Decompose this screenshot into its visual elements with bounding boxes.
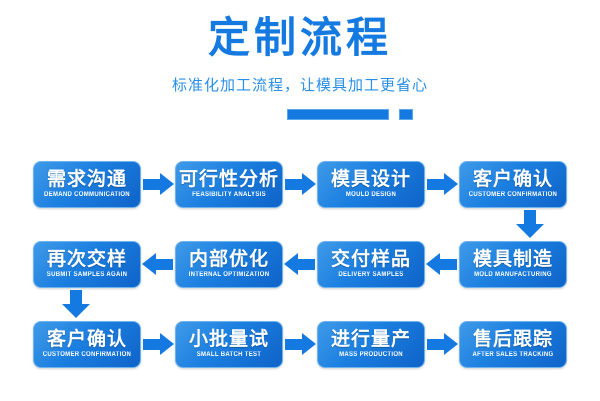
flow-node-label-cn: 需求沟通 bbox=[46, 167, 127, 190]
arrow-left-icon bbox=[425, 251, 459, 277]
flow-node-label-en: DEMAND COMMUNICATION bbox=[44, 192, 130, 199]
flow-node-label-en: CUSTOMER CONFIRMATION bbox=[42, 352, 132, 359]
flow-node-mold-manufacturing[interactable]: 模具制造 MOLD MANUFACTURING bbox=[459, 240, 567, 288]
flow-node-label-cn: 客户确认 bbox=[46, 327, 127, 350]
flow-row-1: 需求沟通 DEMAND COMMUNICATION 可行性分析 FEASIBIL… bbox=[0, 160, 600, 208]
flow-node-label-cn: 模具设计 bbox=[330, 167, 411, 190]
page-title: 定制流程 bbox=[207, 13, 392, 62]
flow-node-label-en: INTERNAL OPTIMIZATION bbox=[188, 272, 270, 279]
page-subtitle: 标准化加工流程，让模具加工更省心 bbox=[171, 76, 428, 95]
flow-node-label-cn: 小批量试 bbox=[188, 327, 269, 350]
flow-node-mass-production[interactable]: 进行量产 MASS PRODUCTION bbox=[317, 320, 425, 368]
flow-node-label-en: AFTER SALES TRACKING bbox=[472, 352, 554, 359]
arrow-left-icon bbox=[141, 251, 175, 277]
divider-square bbox=[399, 109, 413, 121]
process-flow-diagram: 需求沟通 DEMAND COMMUNICATION 可行性分析 FEASIBIL… bbox=[0, 160, 600, 368]
flow-node-after-sales-tracking[interactable]: 售后跟踪 AFTER SALES TRACKING bbox=[459, 320, 567, 368]
arrow-right-icon bbox=[141, 171, 175, 197]
divider-bar bbox=[287, 109, 389, 121]
flow-node-label-cn: 再次交样 bbox=[46, 247, 127, 270]
arrow-down-icon bbox=[516, 210, 544, 238]
flow-node-label-cn: 交付样品 bbox=[330, 247, 411, 270]
flow-node-label-en: CUSTOMER CONFIRMATION bbox=[468, 192, 558, 199]
flow-connector-left bbox=[0, 288, 600, 320]
arrow-down-icon bbox=[62, 290, 90, 318]
arrow-right-icon bbox=[425, 331, 459, 357]
arrow-right-icon bbox=[141, 331, 175, 357]
flow-row-2: 再次交样 SUBMIT SAMPLES AGAIN 内部优化 INTERNAL … bbox=[0, 240, 600, 288]
flow-node-customer-confirmation-2[interactable]: 客户确认 CUSTOMER CONFIRMATION bbox=[33, 320, 141, 368]
flow-node-label-en: MOLD MANUFACTURING bbox=[474, 272, 552, 279]
flow-node-customer-confirmation-1[interactable]: 客户确认 CUSTOMER CONFIRMATION bbox=[459, 160, 567, 208]
page-header: 定制流程 标准化加工流程，让模具加工更省心 bbox=[0, 0, 600, 121]
flow-node-label-en: SUBMIT SAMPLES AGAIN bbox=[46, 272, 128, 279]
flow-node-label-en: SMALL BATCH TEST bbox=[196, 352, 262, 359]
flow-node-label-cn: 客户确认 bbox=[472, 167, 553, 190]
flow-node-label-cn: 售后跟踪 bbox=[472, 327, 553, 350]
flow-node-label-cn: 模具制造 bbox=[472, 247, 553, 270]
flow-node-demand-communication[interactable]: 需求沟通 DEMAND COMMUNICATION bbox=[33, 160, 141, 208]
flow-node-label-cn: 内部优化 bbox=[188, 247, 269, 270]
flow-node-feasibility-analysis[interactable]: 可行性分析 FEASIBILITY ANALYSIS bbox=[175, 160, 283, 208]
flow-node-small-batch-test[interactable]: 小批量试 SMALL BATCH TEST bbox=[175, 320, 283, 368]
flow-node-label-cn: 进行量产 bbox=[330, 327, 411, 350]
flow-node-label-en: MOULD DESIGN bbox=[345, 192, 397, 199]
flow-node-internal-optimization[interactable]: 内部优化 INTERNAL OPTIMIZATION bbox=[175, 240, 283, 288]
flow-node-delivery-samples[interactable]: 交付样品 DELIVERY SAMPLES bbox=[317, 240, 425, 288]
flow-node-label-en: MASS PRODUCTION bbox=[339, 352, 403, 359]
arrow-right-icon bbox=[283, 171, 317, 197]
arrow-right-icon bbox=[283, 331, 317, 357]
flow-node-mould-design[interactable]: 模具设计 MOULD DESIGN bbox=[317, 160, 425, 208]
flow-node-submit-samples-again[interactable]: 再次交样 SUBMIT SAMPLES AGAIN bbox=[33, 240, 141, 288]
flow-connector-right bbox=[0, 208, 600, 240]
arrow-right-icon bbox=[425, 171, 459, 197]
title-divider bbox=[0, 109, 600, 121]
flow-node-label-en: DELIVERY SAMPLES bbox=[338, 272, 404, 279]
arrow-left-icon bbox=[283, 251, 317, 277]
flow-node-label-en: FEASIBILITY ANALYSIS bbox=[192, 192, 266, 199]
flow-node-label-cn: 可行性分析 bbox=[178, 167, 279, 190]
flow-row-3: 客户确认 CUSTOMER CONFIRMATION 小批量试 SMALL BA… bbox=[0, 320, 600, 368]
